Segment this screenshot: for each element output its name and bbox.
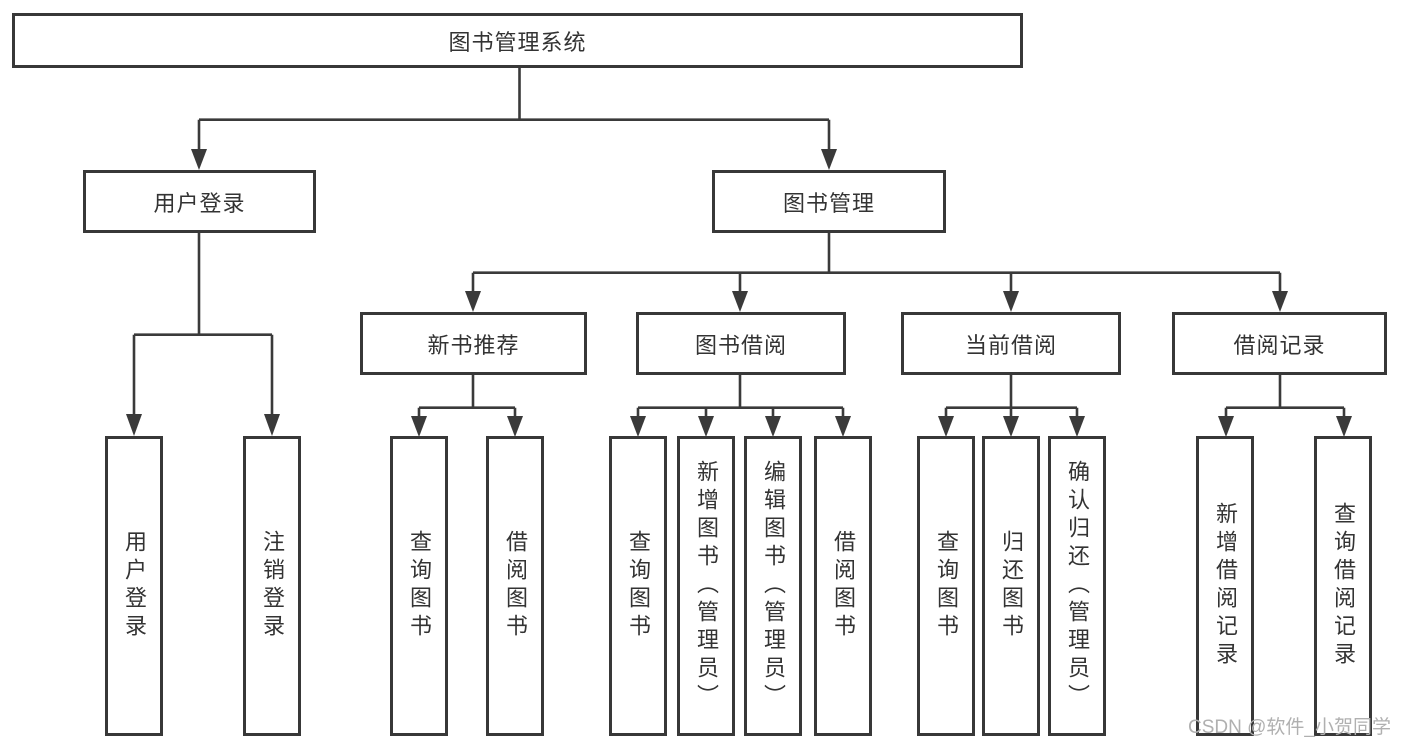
leaf-label: 新增借阅记录 (1213, 502, 1238, 670)
arrowhead (465, 291, 481, 312)
leaf-current-confirm-return-admin: 确认归还（管理员） (1048, 436, 1106, 736)
arrowhead (698, 416, 714, 437)
leaf-label: 查询借阅记录 (1331, 502, 1356, 670)
arrowhead (732, 291, 748, 312)
leaf-user-login: 用户登录 (105, 436, 163, 736)
arrowhead (765, 416, 781, 437)
connector-book-borrow-to-leaves (630, 375, 851, 437)
node-label: 当前借阅 (964, 332, 1057, 358)
connector-borrow-record-to-leaves (1218, 375, 1352, 437)
leaf-label: 注销登录 (260, 530, 285, 642)
arrowhead (1218, 416, 1234, 437)
node-label: 图书管理 (782, 190, 875, 216)
connector-root-to-level2 (191, 68, 837, 170)
leaf-label: 借阅图书 (503, 530, 528, 642)
connector-user-login-to-leaves (126, 233, 280, 436)
node-new-book-recommend: 新书推荐 (360, 312, 587, 375)
arrowhead (191, 149, 207, 170)
csdn-watermark: CSDN @软件_小贺同学 (1188, 717, 1391, 738)
leaf-borrow-query-books: 查询图书 (609, 436, 667, 736)
arrowhead (126, 414, 142, 436)
node-library-system: 图书管理系统 (12, 13, 1023, 68)
leaf-records-query-borrow-record: 查询借阅记录 (1314, 436, 1372, 736)
leaf-current-return-books: 归还图书 (982, 436, 1040, 736)
leaf-label: 确认归还（管理员） (1065, 460, 1090, 712)
node-label: 图书借阅 (694, 332, 787, 358)
node-label: 图书管理系统 (448, 29, 587, 55)
arrowhead (507, 416, 523, 437)
node-current-borrow: 当前借阅 (901, 312, 1121, 375)
leaf-borrow-add-books-admin: 新增图书（管理员） (677, 436, 735, 736)
leaf-label: 编辑图书（管理员） (761, 460, 786, 712)
arrowhead (630, 416, 646, 437)
node-borrow-records: 借阅记录 (1172, 312, 1387, 375)
node-book-management: 图书管理 (712, 170, 946, 233)
arrowhead (1003, 416, 1019, 437)
leaf-newbook-borrow-books: 借阅图书 (486, 436, 544, 736)
leaf-borrow-borrow-books: 借阅图书 (814, 436, 872, 736)
leaf-label: 查询图书 (934, 530, 959, 642)
leaf-logout-login: 注销登录 (243, 436, 301, 736)
arrowhead (1336, 416, 1352, 437)
arrowhead (1003, 291, 1019, 312)
leaf-label: 归还图书 (999, 530, 1024, 642)
node-book-borrow: 图书借阅 (636, 312, 846, 375)
leaf-records-add-borrow-record: 新增借阅记录 (1196, 436, 1254, 736)
leaf-label: 借阅图书 (831, 530, 856, 642)
leaf-label: 查询图书 (626, 530, 651, 642)
leaf-label: 查询图书 (407, 530, 432, 642)
leaf-borrow-edit-books-admin: 编辑图书（管理员） (744, 436, 802, 736)
leaf-newbook-query-books: 查询图书 (390, 436, 448, 736)
arrowhead (835, 416, 851, 437)
arrowhead (821, 149, 837, 170)
arrowhead (264, 414, 280, 436)
connector-current-borrow-to-leaves (938, 375, 1085, 437)
leaf-current-query-books: 查询图书 (917, 436, 975, 736)
node-label: 借阅记录 (1233, 332, 1326, 358)
node-label: 用户登录 (153, 190, 246, 216)
leaf-label: 用户登录 (122, 530, 147, 642)
arrowhead (411, 416, 427, 437)
node-label: 新书推荐 (427, 332, 520, 358)
arrowhead (938, 416, 954, 437)
leaf-label: 新增图书（管理员） (694, 460, 719, 712)
node-user-login: 用户登录 (83, 170, 316, 233)
arrowhead (1069, 416, 1085, 437)
connector-new-book-to-leaves (411, 375, 523, 437)
connector-book-mgmt-to-level3 (465, 233, 1288, 312)
arrowhead (1272, 291, 1288, 312)
